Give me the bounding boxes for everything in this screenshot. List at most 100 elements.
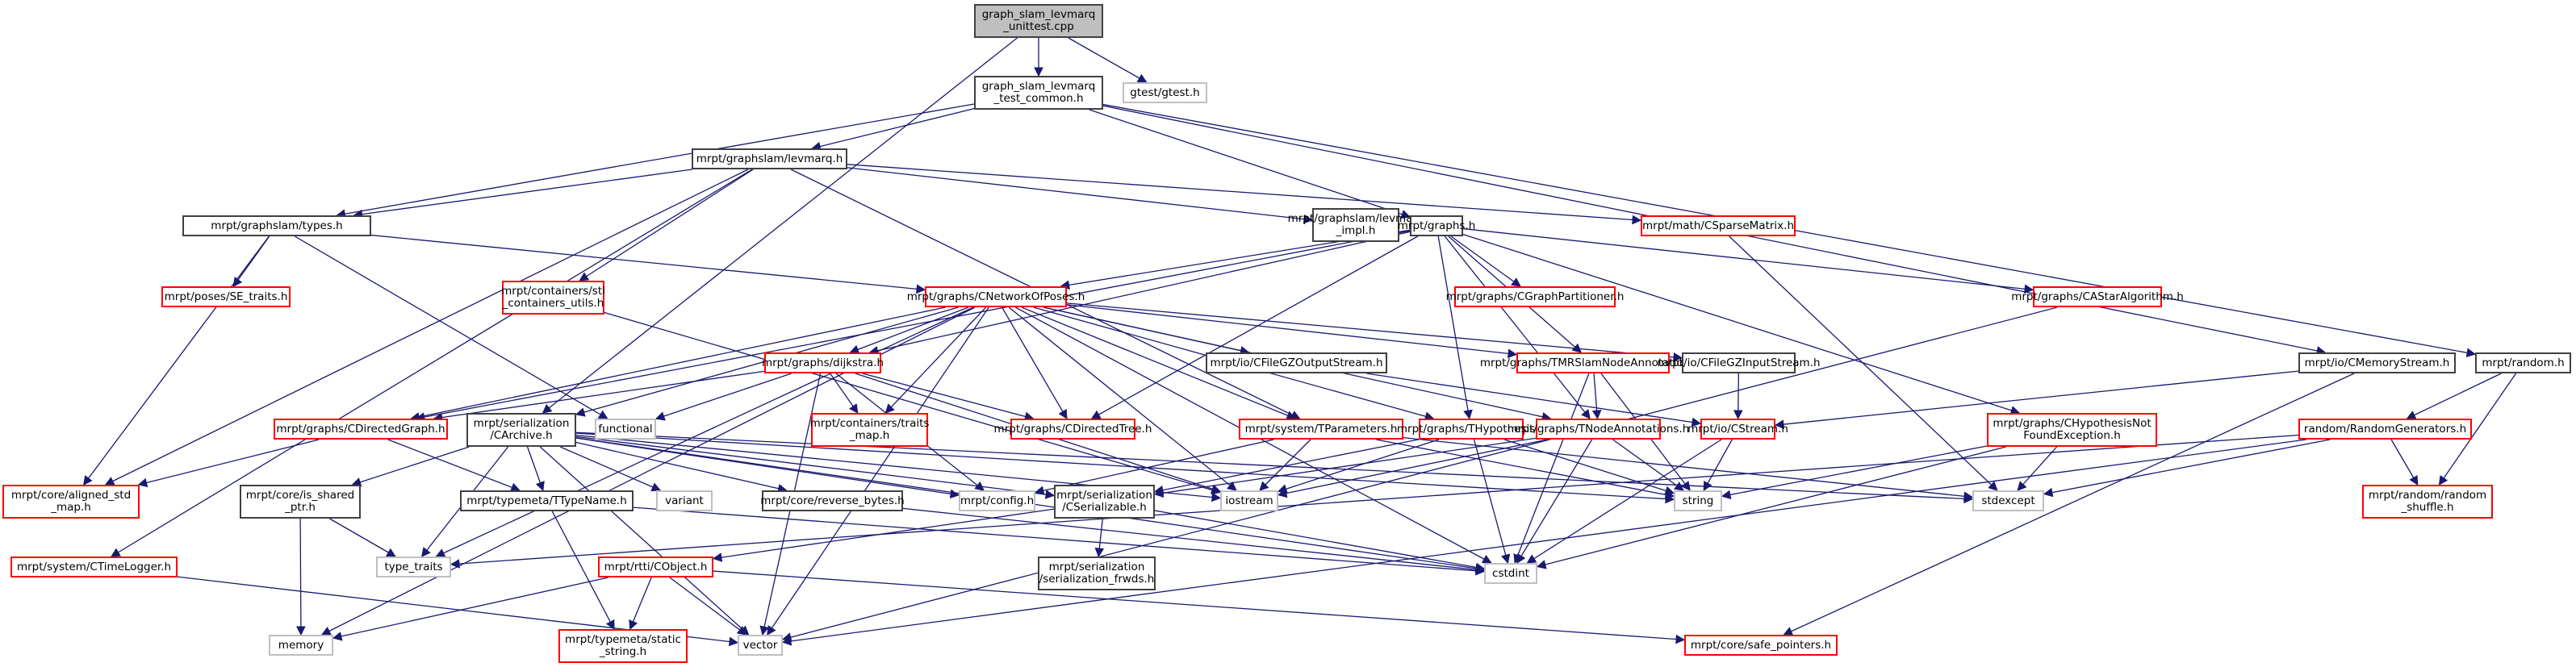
node-thypo[interactable]: mrpt/graphs/THypothesis.h bbox=[1397, 419, 1545, 440]
node-traits-map[interactable]: mrpt/containers/traits _map.h bbox=[810, 413, 929, 447]
node-cstdint: cstdint bbox=[1484, 563, 1537, 584]
edge-graphs-to-dijkstra bbox=[868, 231, 1411, 356]
node-stdexcept: stdexcept bbox=[1972, 490, 2044, 511]
edge-randgen-to-type_traits bbox=[450, 434, 2299, 569]
edge-ttypename-to-cstdint bbox=[633, 507, 1486, 576]
node-unittest[interactable]: graph_slam_levmarq _unittest.cpp bbox=[974, 4, 1103, 38]
node-type-traits: type_traits bbox=[376, 557, 451, 577]
node-safe-pointers[interactable]: mrpt/core/safe_pointers.h bbox=[1684, 635, 1838, 656]
edge-graphs-to-dgraph bbox=[415, 230, 1411, 422]
edge-dgraph-to-aligned_map bbox=[137, 439, 320, 488]
edge-cobject-to-static_string bbox=[629, 577, 652, 631]
edge-levmarq-to-types bbox=[353, 169, 692, 219]
node-randgen[interactable]: random/RandomGenerators.h bbox=[2298, 419, 2472, 440]
edge-netposes-to-traits_map bbox=[884, 306, 987, 414]
edge-graphs-to-astar bbox=[1462, 227, 2034, 294]
edge-test_common-to-types bbox=[336, 103, 975, 219]
edge-levmarq-to-levmarq_impl bbox=[847, 167, 1314, 224]
node-partitioner[interactable]: mrpt/graphs/CGraphPartitioner.h bbox=[1446, 286, 1624, 307]
node-string: string bbox=[1674, 490, 1722, 511]
node-netposes[interactable]: mrpt/graphs/CNetworkOfPoses.h bbox=[907, 286, 1085, 307]
node-gtest: gtest/gtest.h bbox=[1123, 82, 1207, 103]
node-tmrslam[interactable]: mrpt/graphs/TMRSlamNodeAnnotations.h bbox=[1480, 352, 1706, 373]
edge-cobject-to-memory bbox=[332, 577, 608, 641]
node-functional: functional bbox=[595, 419, 656, 440]
edge-levmarq-to-aligned_map bbox=[104, 169, 749, 486]
edge-hypnotfound-to-cstdint bbox=[1536, 446, 2006, 569]
edge-tparams-to-config bbox=[1034, 439, 1274, 495]
node-ttypename[interactable]: mrpt/typemeta/TTypeName.h bbox=[460, 490, 634, 511]
edge-graphs-to-partitioner bbox=[1450, 236, 1521, 287]
node-variant: variant bbox=[656, 490, 713, 511]
node-levmarq-impl[interactable]: mrpt/graphslam/levmarq _impl.h bbox=[1288, 208, 1424, 242]
node-dgraph[interactable]: mrpt/graphs/CDirectedGraph.h bbox=[274, 419, 448, 440]
node-se-traits[interactable]: mrpt/poses/SE_traits.h bbox=[161, 286, 291, 307]
node-tnode[interactable]: mrpt/graphs/TNodeAnnotations.h bbox=[1508, 419, 1689, 440]
edge-carchive-to-vector bbox=[539, 446, 750, 636]
edge-sparse-to-stdexcept bbox=[1729, 236, 1998, 491]
node-test-common[interactable]: graph_slam_levmarq _test_common.h bbox=[974, 76, 1103, 110]
node-frwds[interactable]: mrpt/serialization /serialization_frwds.… bbox=[1038, 557, 1156, 590]
edge-carchive-to-stdexcept bbox=[575, 431, 1974, 504]
edge-random-to-random_shuffle bbox=[2438, 373, 2517, 486]
edge-is_shared-to-memory bbox=[296, 518, 306, 636]
edge-cstream-to-string bbox=[1703, 439, 1733, 492]
edge-netposes-to-tparams bbox=[1021, 306, 1297, 420]
edge-carchive-to-is_shared bbox=[351, 446, 470, 487]
node-cserializable[interactable]: mrpt/serialization /CSerializable.h bbox=[1054, 485, 1155, 519]
edge-levmarq-to-sparse bbox=[847, 164, 1642, 225]
node-dijkstra[interactable]: mrpt/graphs/dijkstra.h bbox=[762, 352, 884, 373]
edge-astar-to-vector bbox=[781, 306, 2058, 642]
node-sparse[interactable]: mrpt/math/CSparseMatrix.h bbox=[1641, 215, 1796, 236]
node-is-shared[interactable]: mrpt/core/is_shared _ptr.h bbox=[240, 485, 361, 519]
edge-tmrslam-to-cstdint bbox=[1513, 373, 1590, 565]
edge-unittest-to-carchive bbox=[542, 37, 1018, 414]
node-stl-utils[interactable]: mrpt/containers/stl _containers_utils.h bbox=[501, 281, 605, 315]
node-dtree[interactable]: mrpt/graphs/CDirectedTree.h bbox=[994, 419, 1152, 440]
edge-netposes-to-dtree bbox=[1002, 306, 1068, 420]
node-memstream[interactable]: mrpt/io/CMemoryStream.h bbox=[2298, 352, 2456, 373]
edge-test_common-to-graphs bbox=[1089, 109, 1411, 219]
edge-cserializable-to-cstdint bbox=[1154, 510, 1486, 573]
edge-netposes-to-dgraph bbox=[410, 306, 946, 422]
edge-thypo-to-string bbox=[1503, 439, 1675, 495]
node-random[interactable]: mrpt/random.h bbox=[2475, 352, 2571, 373]
node-reverse-bytes[interactable]: mrpt/core/reverse_bytes.h bbox=[760, 490, 905, 511]
node-iostream: iostream bbox=[1220, 490, 1278, 511]
node-cobject[interactable]: mrpt/rtti/CObject.h bbox=[598, 557, 713, 577]
edge-tnode-to-cstdint bbox=[1516, 439, 1593, 565]
node-hypnotfound[interactable]: mrpt/graphs/CHypothesisNot FoundExceptio… bbox=[1987, 413, 2157, 447]
node-gzin[interactable]: mrpt/io/CFileGZInputStream.h bbox=[1657, 352, 1821, 373]
edge-cobject-to-vector bbox=[669, 577, 747, 636]
node-vector: vector bbox=[738, 635, 783, 656]
edge-memstream-to-cstream bbox=[1774, 370, 2299, 429]
node-config: mrpt/config.h bbox=[959, 490, 1035, 511]
edge-dijkstra-to-functional bbox=[654, 373, 792, 421]
node-cstream[interactable]: mrpt/io/CStream.h bbox=[1687, 419, 1788, 440]
node-graphs[interactable]: mrpt/graphs.h bbox=[1398, 215, 1475, 236]
edge-cstream-to-cstdint bbox=[1526, 439, 1722, 564]
node-gzout[interactable]: mrpt/io/CFileGZOutputStream.h bbox=[1206, 352, 1387, 373]
edge-dijkstra-to-dgraph bbox=[433, 370, 765, 423]
edge-unittest-to-gtest bbox=[1068, 37, 1148, 83]
edge-carchive-to-ttypename bbox=[526, 446, 545, 492]
edge-graphs-to-hypnotfound bbox=[1462, 233, 2021, 415]
node-timelogger[interactable]: mrpt/system/CTimeLogger.h bbox=[10, 557, 178, 577]
node-aligned-map[interactable]: mrpt/core/aligned_std _map.h bbox=[2, 485, 140, 519]
edge-carchive-to-reverse_bytes bbox=[575, 441, 788, 494]
node-carchive[interactable]: mrpt/serialization /CArchive.h bbox=[466, 413, 576, 447]
edge-gzin-to-cstream bbox=[1733, 373, 1743, 420]
node-static-string[interactable]: mrpt/typemeta/static _string.h bbox=[558, 629, 688, 663]
node-astar[interactable]: mrpt/graphs/CAStarAlgorithm.h bbox=[2011, 286, 2184, 307]
node-random-shuffle[interactable]: mrpt/random/random _shuffle.h bbox=[2362, 485, 2493, 519]
edge-hypnotfound-to-stdexcept bbox=[2017, 446, 2058, 491]
edge-cserializable-to-cobject bbox=[712, 508, 1055, 562]
edge-cobject-to-safe_pointers bbox=[713, 570, 1686, 644]
edge-tnode-to-string bbox=[1612, 439, 1684, 491]
edge-randgen-to-vector bbox=[781, 439, 2306, 646]
node-tparams[interactable]: mrpt/system/TParameters.h bbox=[1239, 419, 1403, 440]
edge-memstream-to-safe_pointers bbox=[1783, 373, 2355, 636]
node-levmarq[interactable]: mrpt/graphslam/levmarq.h bbox=[692, 148, 847, 169]
node-types[interactable]: mrpt/graphslam/types.h bbox=[182, 215, 371, 236]
